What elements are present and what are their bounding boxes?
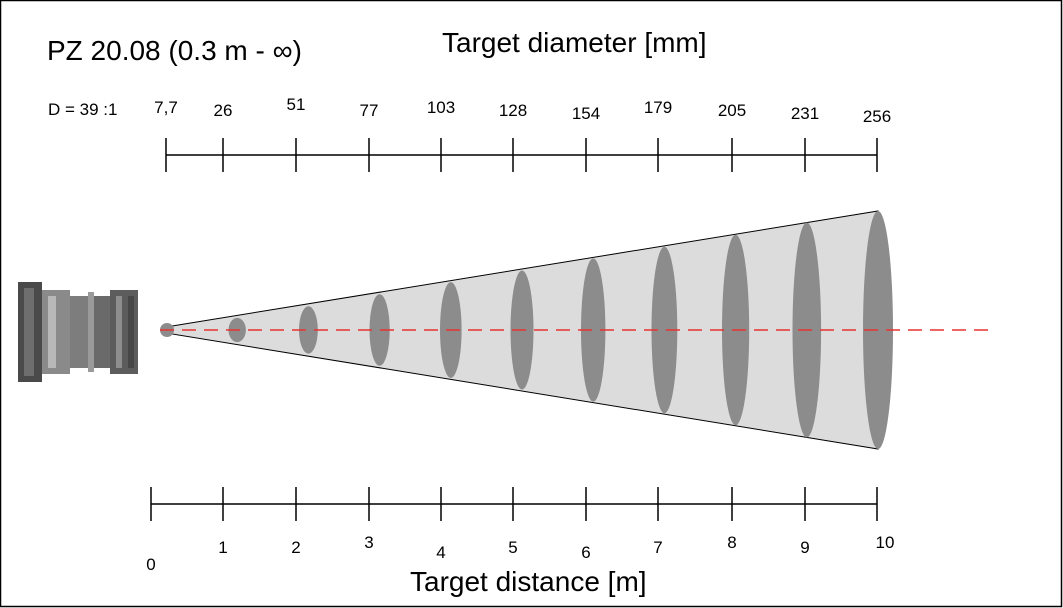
diameter-tick-label: 205 [718,101,746,120]
diameter-tick-label: 179 [644,98,672,117]
diameter-tick-label: 154 [572,104,600,123]
top-axis-title: Target diameter [mm] [442,27,707,58]
distance-tick-label: 7 [653,538,662,557]
diameter-tick-label: 77 [360,101,379,120]
distance-tick-label: 2 [291,538,300,557]
diameter-tick-label: 256 [863,107,891,126]
diameter-tick-label: 7,7 [154,98,178,117]
distance-tick-label: 0 [146,555,155,574]
distance-tick-label: 6 [581,543,590,562]
target-spot [581,258,606,402]
distance-tick-labels: 0 1 2 3 4 5 6 7 8 9 10 [146,533,894,574]
distance-tick-label: 9 [800,538,809,557]
diameter-tick-label: 128 [499,101,527,120]
pyrometer-sensor-icon [18,282,138,382]
diameter-scale [165,138,878,172]
distance-tick-label: 4 [436,543,445,562]
diameter-tick-label: 103 [427,98,455,117]
target-spots [160,211,893,449]
diameter-tick-label: 26 [214,101,233,120]
target-spot [369,294,390,366]
distance-tick-label: 5 [508,538,517,557]
diameter-tick-labels: 7,7 26 51 77 103 128 154 179 205 231 256 [154,95,891,126]
ratio-label: D = 39 :1 [48,100,117,119]
distance-tick-label: 10 [876,533,895,552]
model-label: PZ 20.08 (0.3 m - ∞) [47,35,302,66]
bottom-axis-title: Target distance [m] [410,566,647,597]
distance-tick-label: 1 [218,538,227,557]
distance-tick-label: 3 [364,533,373,552]
target-spot [651,246,678,414]
diameter-tick-label: 51 [287,95,306,114]
distance-scale [150,487,878,521]
distance-tick-label: 8 [727,533,736,552]
target-spot [299,306,318,354]
diameter-tick-label: 231 [791,104,819,123]
